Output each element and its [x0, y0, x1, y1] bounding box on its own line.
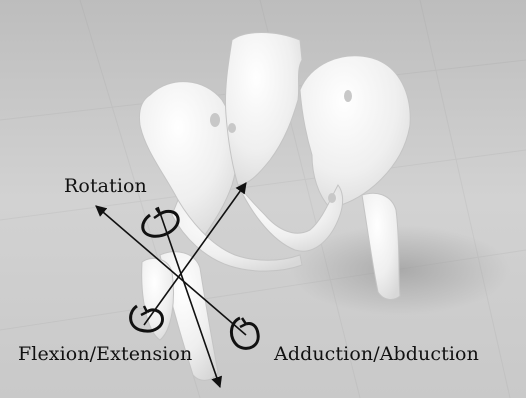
rotation-label: Rotation	[64, 175, 147, 197]
flexion-extension-label: Flexion/Extension	[18, 343, 192, 365]
adduction-abduction-label: Adduction/Abduction	[274, 343, 479, 365]
